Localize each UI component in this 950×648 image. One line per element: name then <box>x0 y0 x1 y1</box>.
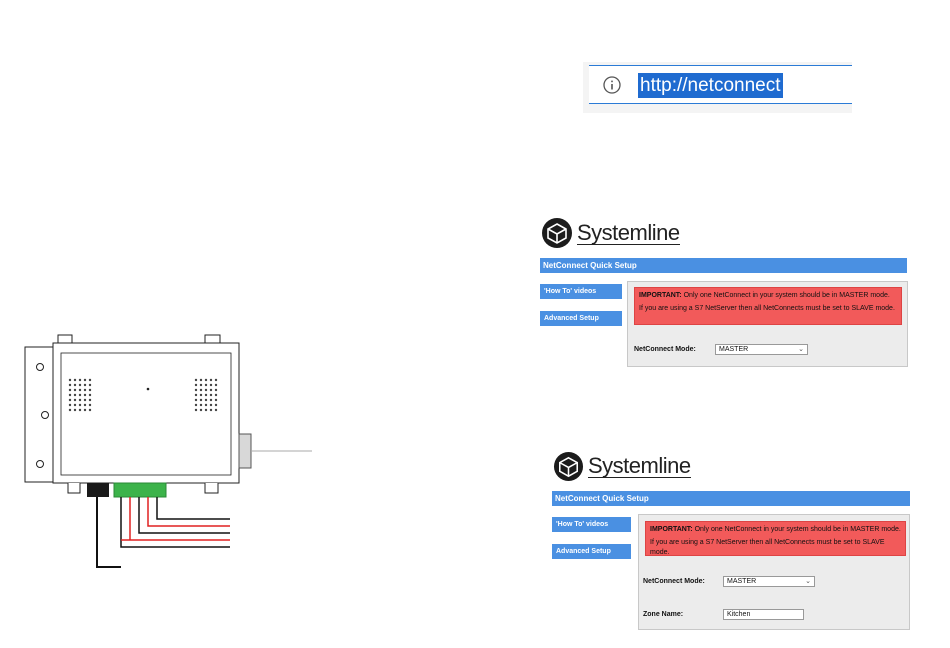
alert-line2: If you are using a S7 NetServer then all… <box>639 305 895 312</box>
setup-content-area-2: IMPORTANT: Only one NetConnect in your s… <box>638 514 910 630</box>
info-icon[interactable] <box>603 76 621 94</box>
zone-name-input[interactable]: Kitchen <box>723 609 804 620</box>
address-field[interactable]: http://netconnect <box>589 65 852 104</box>
zone-name-label: Zone Name: <box>643 611 684 618</box>
chevron-down-icon: ⌄ <box>805 578 811 585</box>
systemline-logo: Systemline <box>541 217 680 249</box>
mode-select-value: MASTER <box>719 346 749 353</box>
systemline-logo-icon <box>542 218 572 248</box>
page-title-bar-2: NetConnect Quick Setup <box>552 491 910 506</box>
setup-content-area: IMPORTANT: Only one NetConnect in your s… <box>627 281 908 367</box>
mode-select-2[interactable]: MASTER ⌄ <box>723 576 815 587</box>
page-title-bar: NetConnect Quick Setup <box>540 258 907 273</box>
alert-line1: Only one NetConnect in your system shoul… <box>692 526 901 533</box>
systemline-logo-2: Systemline <box>553 451 691 482</box>
vent-left <box>68 378 92 412</box>
vent-right <box>194 378 218 412</box>
netconnect-device-diagram <box>24 334 312 568</box>
advanced-setup-button[interactable]: Advanced Setup <box>540 311 622 326</box>
alert-strong: IMPORTANT: <box>650 526 693 533</box>
alert-line1: Only one NetConnect in your system shoul… <box>681 292 890 299</box>
systemline-logo-icon <box>553 451 584 482</box>
important-alert-2: IMPORTANT: Only one NetConnect in your s… <box>645 521 906 556</box>
advanced-setup-button-2[interactable]: Advanced Setup <box>552 544 631 559</box>
brand-name: Systemline <box>577 219 680 245</box>
mode-select[interactable]: MASTER ⌄ <box>715 344 808 355</box>
how-to-videos-button[interactable]: 'How To' videos <box>540 284 622 299</box>
alert-strong: IMPORTANT: <box>639 292 682 299</box>
mode-select-value: MASTER <box>727 578 757 585</box>
chevron-down-icon: ⌄ <box>798 346 804 353</box>
status-led <box>146 387 150 391</box>
alert-line2: If you are using a S7 NetServer then all… <box>650 539 885 556</box>
brand-name: Systemline <box>588 453 691 478</box>
mode-label-2: NetConnect Mode: <box>643 578 705 585</box>
address-bar[interactable]: http://netconnect <box>583 62 852 113</box>
url-text[interactable]: http://netconnect <box>638 73 783 98</box>
mode-label: NetConnect Mode: <box>634 346 696 353</box>
how-to-videos-button-2[interactable]: 'How To' videos <box>552 517 631 532</box>
important-alert: IMPORTANT: Only one NetConnect in your s… <box>634 287 902 325</box>
